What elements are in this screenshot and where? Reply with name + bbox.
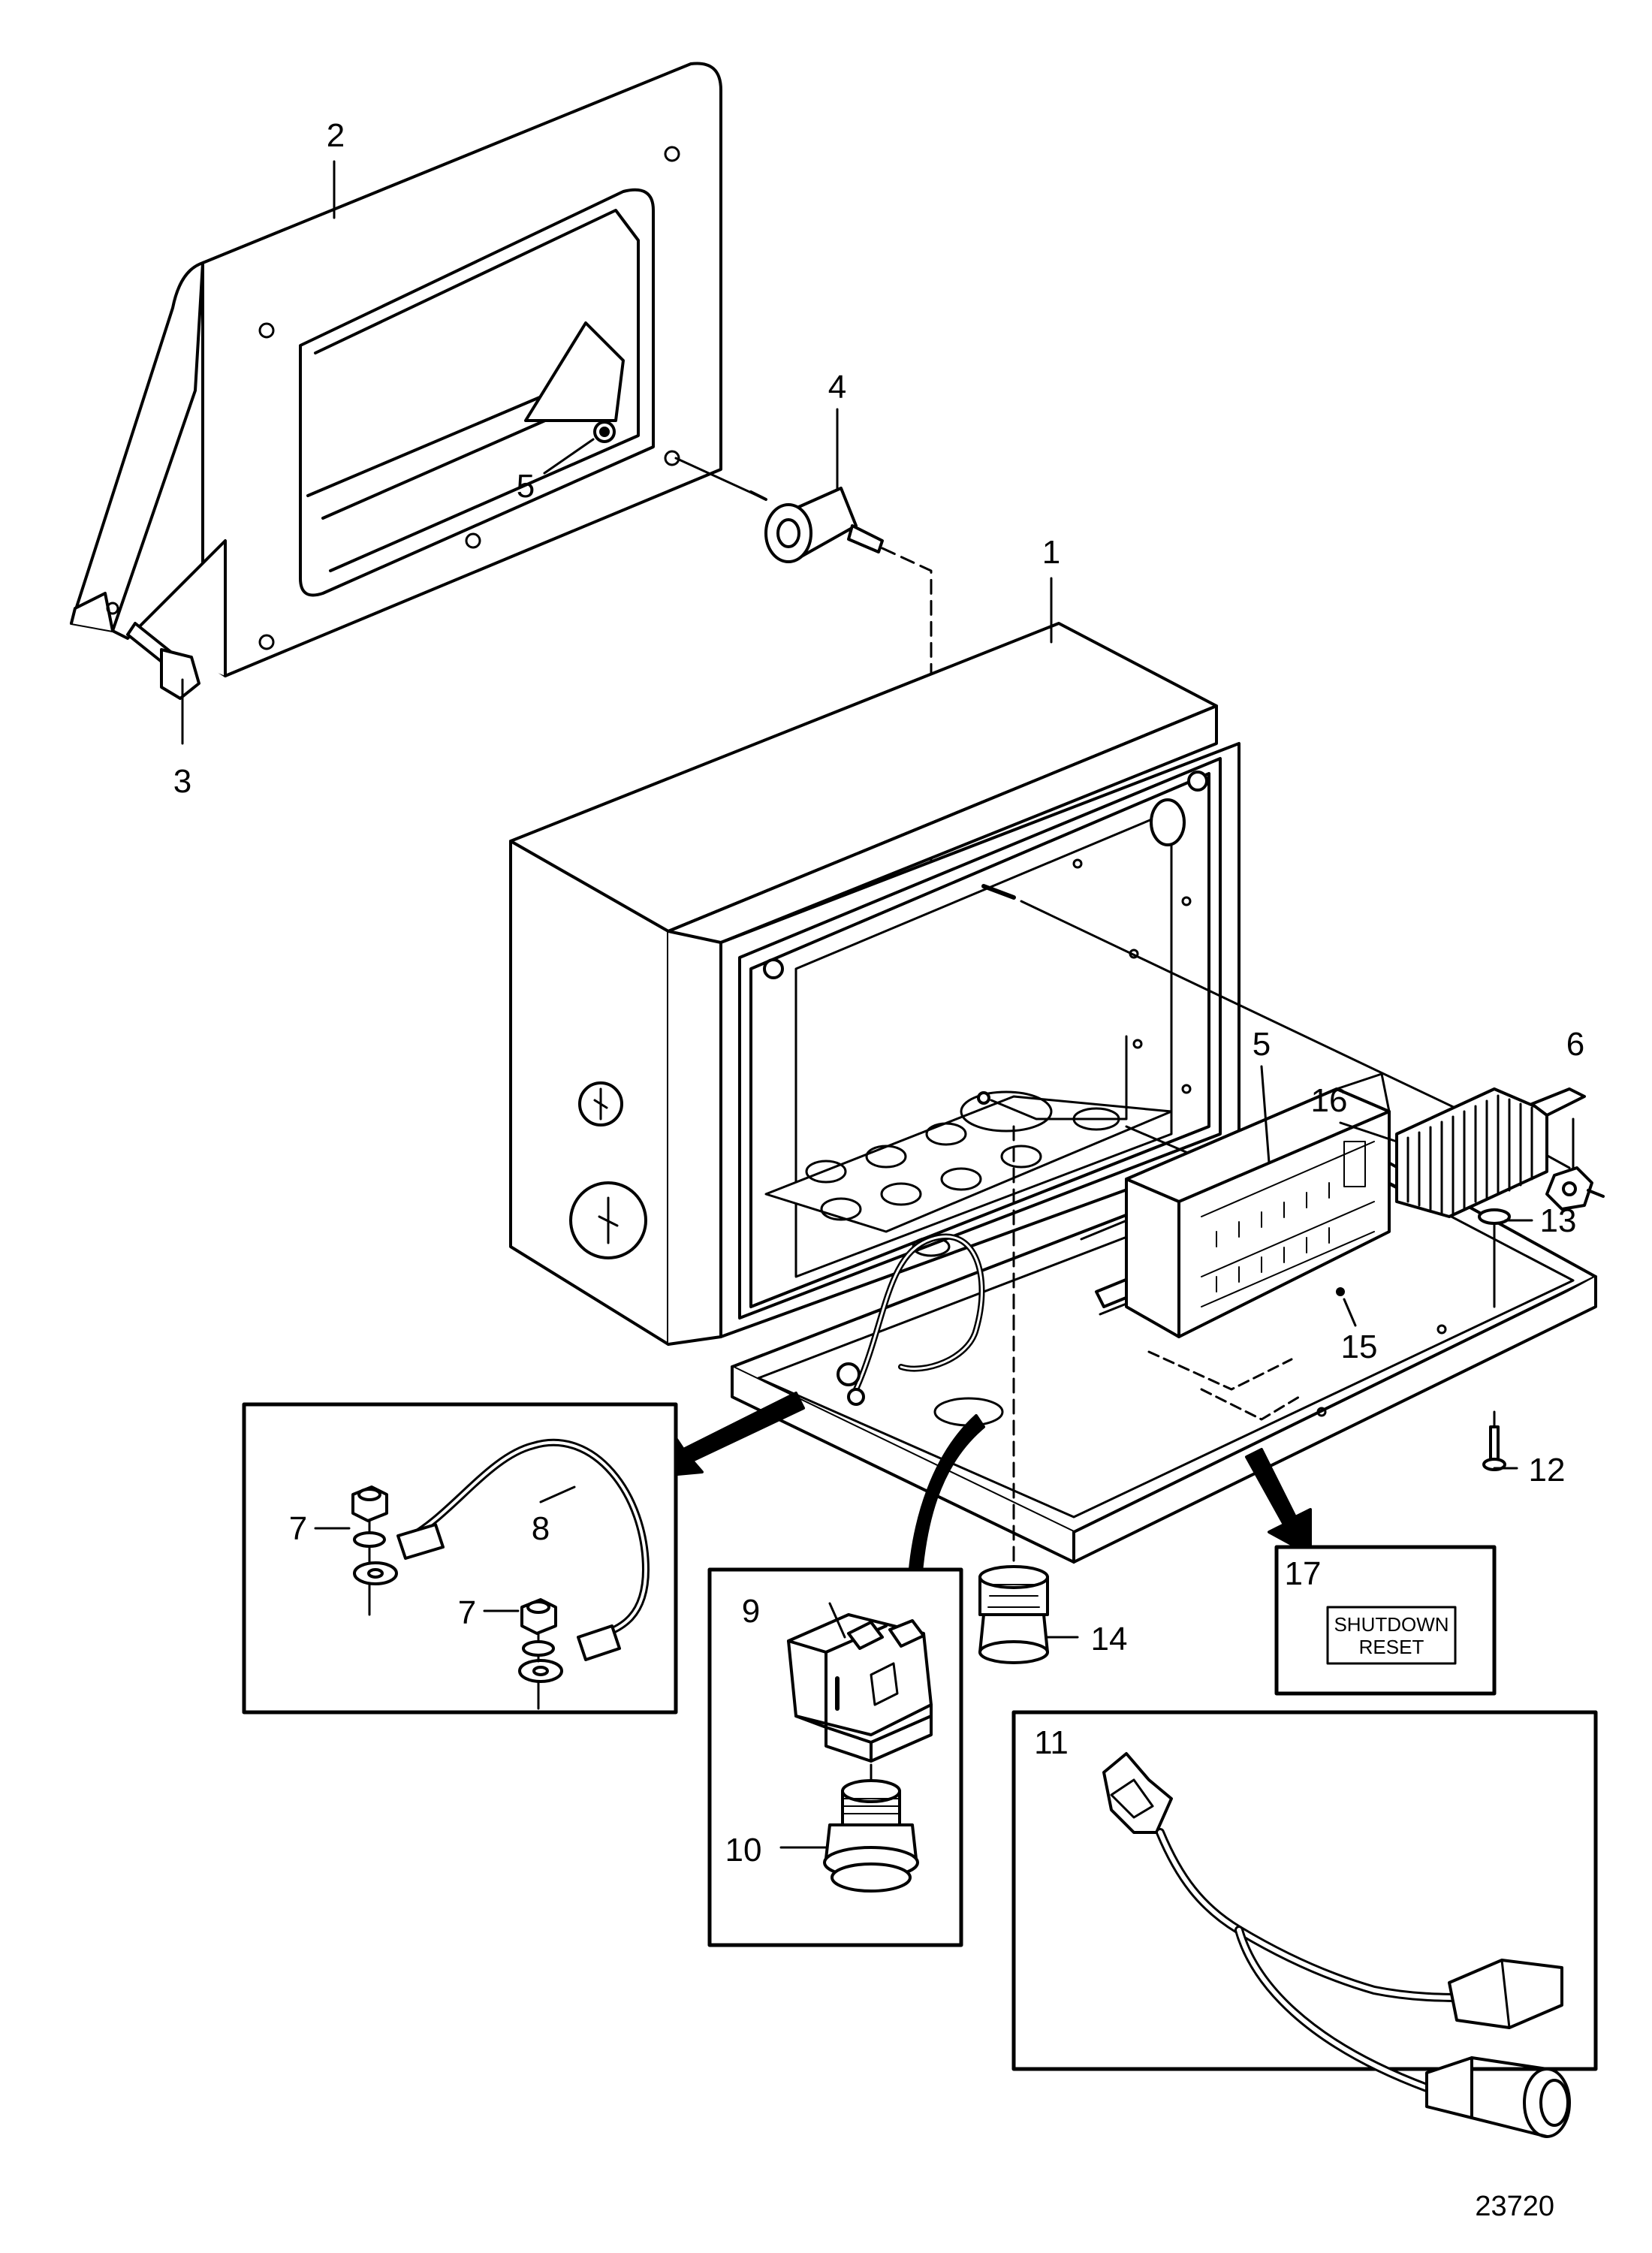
leader-lines xyxy=(181,160,1575,1639)
callout-15: 15 xyxy=(1341,1329,1378,1365)
figure-number: 23720 xyxy=(1475,2191,1554,2222)
terminal-block xyxy=(1395,1087,1586,1218)
callout-7-lower: 7 xyxy=(458,1594,476,1631)
enclosure-box xyxy=(509,622,1241,1346)
callout-3: 3 xyxy=(173,763,191,800)
control-module xyxy=(1125,1072,1391,1338)
callout-6: 6 xyxy=(1566,1026,1584,1063)
spacer xyxy=(749,487,884,563)
screw xyxy=(1482,1410,1506,1471)
callout-7-upper: 7 xyxy=(289,1510,307,1547)
callout-5-lower: 5 xyxy=(1253,1026,1271,1063)
mounting-bracket xyxy=(70,62,722,677)
shutdown-reset-plate xyxy=(1326,1606,1457,1665)
callout-14: 14 xyxy=(1091,1621,1128,1657)
bolt xyxy=(126,622,200,700)
callout-11: 11 xyxy=(1034,1724,1069,1761)
callout-16: 16 xyxy=(1311,1082,1348,1119)
callout-17: 17 xyxy=(1285,1555,1322,1592)
callout-8: 8 xyxy=(532,1510,550,1547)
inset-ground-cable xyxy=(242,1402,678,1715)
callout-13: 13 xyxy=(1540,1202,1577,1239)
cable-gland xyxy=(978,1125,1049,1664)
callout-10: 10 xyxy=(725,1832,762,1868)
callout-5-upper: 5 xyxy=(517,468,535,505)
callout-2: 2 xyxy=(327,117,345,154)
callout-9: 9 xyxy=(742,1593,760,1630)
callout-1: 1 xyxy=(1042,534,1060,571)
plate-text-line2: RESET xyxy=(1359,1636,1424,1658)
inset-label-plate xyxy=(1274,1545,1497,1696)
callout-12: 12 xyxy=(1529,1452,1566,1488)
callout-4: 4 xyxy=(828,369,846,406)
inset-switch xyxy=(707,1567,963,1947)
callout-labels: 2 4 1 3 5 5 6 16 13 15 12 7 8 7 14 9 10 … xyxy=(173,117,1584,2222)
nut xyxy=(1545,1166,1605,1211)
inset-wiring-harness xyxy=(1011,1710,1598,2138)
washer xyxy=(1478,1208,1511,1225)
plate-text-line1: SHUTDOWN xyxy=(1334,1613,1449,1636)
